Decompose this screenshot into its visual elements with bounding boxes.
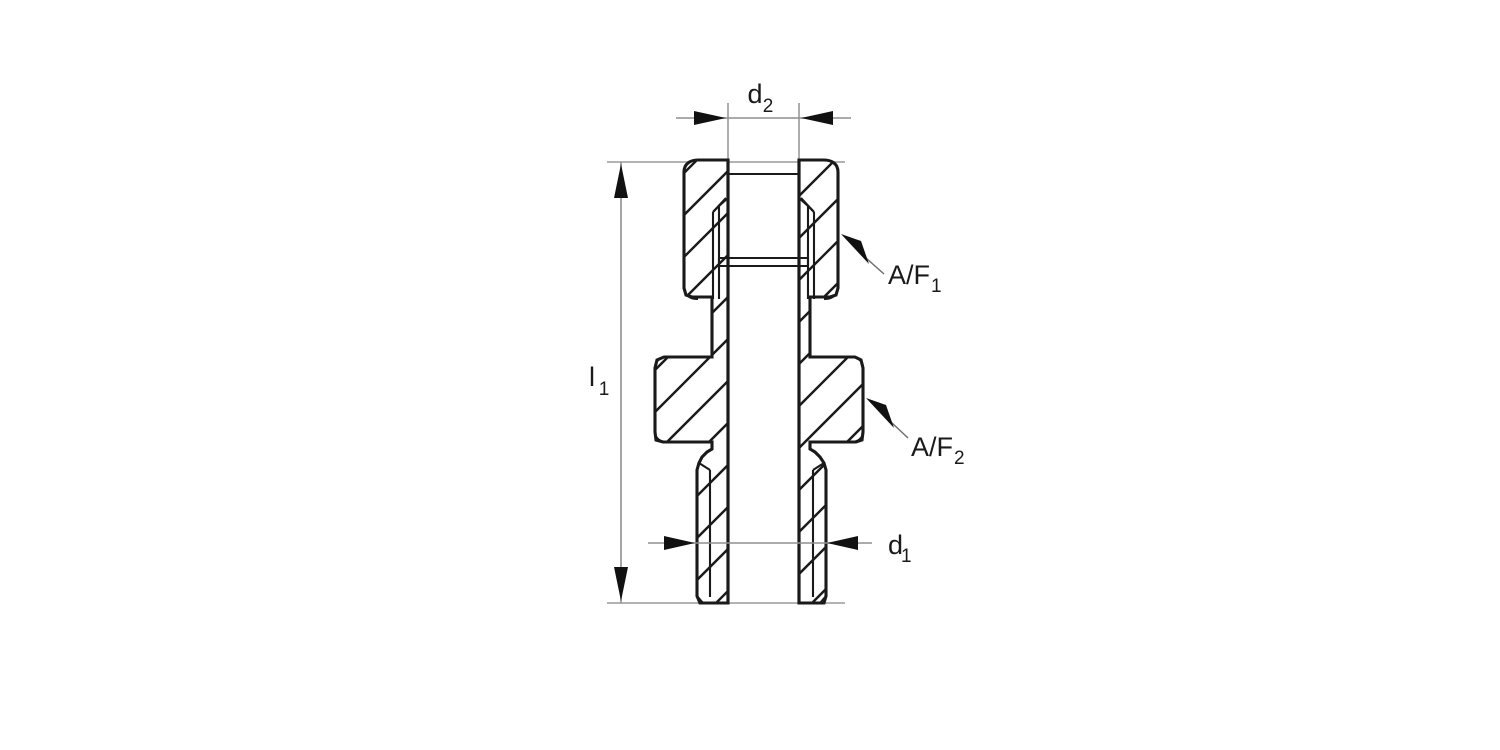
- callout-label-af2-subscript: 2: [954, 448, 965, 469]
- dimension-label-l1: l: [589, 362, 595, 392]
- leader-line-af1: [865, 257, 885, 275]
- dimension-label-l1-subscript: 1: [599, 379, 610, 400]
- lower-hex-chamfer-arcs: [653, 355, 865, 444]
- leader-arrow-icon: [866, 398, 894, 428]
- dimension-d2: d 2: [676, 79, 851, 125]
- arrow-right-icon: [664, 536, 695, 550]
- upper-internal-thread-right: [798, 197, 816, 299]
- dimension-label-d2-subscript: 2: [763, 96, 774, 117]
- center-bore-walls: [726, 160, 801, 603]
- dimension-label-d1: d: [888, 530, 903, 560]
- arrow-left-icon: [801, 111, 833, 125]
- dimension-l1: l 1: [589, 162, 628, 603]
- arrow-down-icon: [614, 567, 628, 601]
- dimension-label-d2: d: [747, 79, 762, 109]
- leader-line-af2: [890, 421, 909, 439]
- dimension-d1: d 1: [648, 530, 912, 567]
- callout-label-af2: A/F: [911, 432, 953, 462]
- dimension-label-d1-subscript: 1: [901, 546, 912, 567]
- callout-across-flats-2: A/F 2: [866, 398, 965, 469]
- callout-label-af1: A/F: [888, 260, 930, 290]
- lower-pipe-thread-detail: [696, 462, 827, 604]
- arrow-right-icon: [694, 111, 726, 125]
- callout-across-flats-1: A/F 1: [841, 234, 942, 297]
- callout-label-af1-subscript: 1: [931, 276, 942, 297]
- arrow-left-icon: [827, 536, 858, 550]
- upper-hex-chamfer-arcs: [682, 158, 840, 301]
- arrow-up-icon: [614, 164, 628, 198]
- leader-arrow-icon: [841, 234, 869, 264]
